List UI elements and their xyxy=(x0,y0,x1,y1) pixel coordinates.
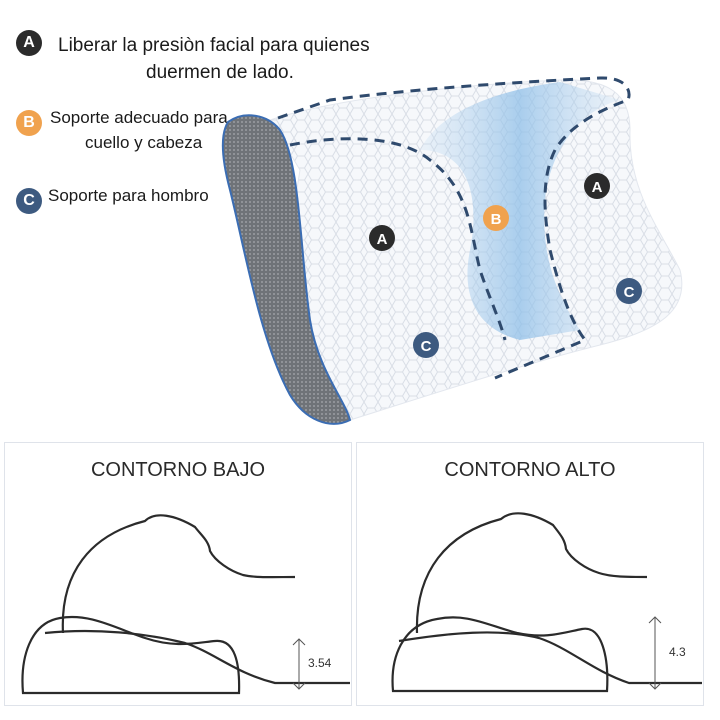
dashed-outline-left xyxy=(289,137,507,341)
low-contour-diagram xyxy=(21,514,350,695)
shoulder-outline-low xyxy=(44,629,350,685)
panel-high-title: CONTORNO ALTO xyxy=(444,459,616,481)
pillow-marker-a-left: A xyxy=(369,225,395,251)
neck-support-zone xyxy=(420,82,620,340)
pillow-mesh-side xyxy=(221,114,352,425)
pillow-outline-low xyxy=(21,615,241,695)
badge-b-icon: B xyxy=(16,110,42,136)
legend-a-line1: Liberar la presiòn facial para quienes xyxy=(58,35,370,56)
legend-b-line1: Soporte adecuado para xyxy=(50,108,228,127)
badge-c-icon: C xyxy=(16,188,42,214)
pillow-marker-a-right: A xyxy=(584,173,610,199)
svg-text:C: C xyxy=(624,284,635,301)
height-value-low: 3.54 xyxy=(308,656,332,670)
legend-item-b: B xyxy=(16,110,42,136)
pillow-outline-high xyxy=(391,616,609,693)
panel-contour-low: CONTORNO BAJO 3.54 xyxy=(4,442,352,706)
pillow-marker-c-left: C xyxy=(413,332,439,358)
legend-c-text: Soporte para hombro xyxy=(48,186,209,205)
legend-item-c: C xyxy=(16,188,42,214)
legend-item-a: A xyxy=(16,30,42,56)
pillow-marker-c-right: C xyxy=(616,278,642,304)
panel-contour-high: CONTORNO ALTO 4.3 xyxy=(356,442,704,706)
svg-text:A: A xyxy=(377,231,388,248)
pillow-illustration: A B C A C xyxy=(221,76,683,425)
head-outline-high xyxy=(415,512,648,634)
high-contour-diagram xyxy=(391,512,702,693)
height-value-high: 4.3 xyxy=(669,645,686,659)
legend-a-line2: duermen de lado. xyxy=(146,62,294,83)
height-arrow-high xyxy=(648,616,662,690)
panel-low-title: CONTORNO BAJO xyxy=(90,459,266,481)
legend-b-line2: cuello y cabeza xyxy=(85,133,203,152)
shoulder-outline-high xyxy=(398,631,702,685)
badge-a-icon: A xyxy=(16,30,42,56)
svg-text:B: B xyxy=(491,211,502,228)
dashed-outline-top xyxy=(277,76,631,151)
head-outline-low xyxy=(61,514,296,634)
height-arrow-low xyxy=(292,638,306,690)
svg-text:C: C xyxy=(421,338,432,355)
svg-text:A: A xyxy=(592,179,603,196)
pillow-marker-b: B xyxy=(483,205,509,231)
